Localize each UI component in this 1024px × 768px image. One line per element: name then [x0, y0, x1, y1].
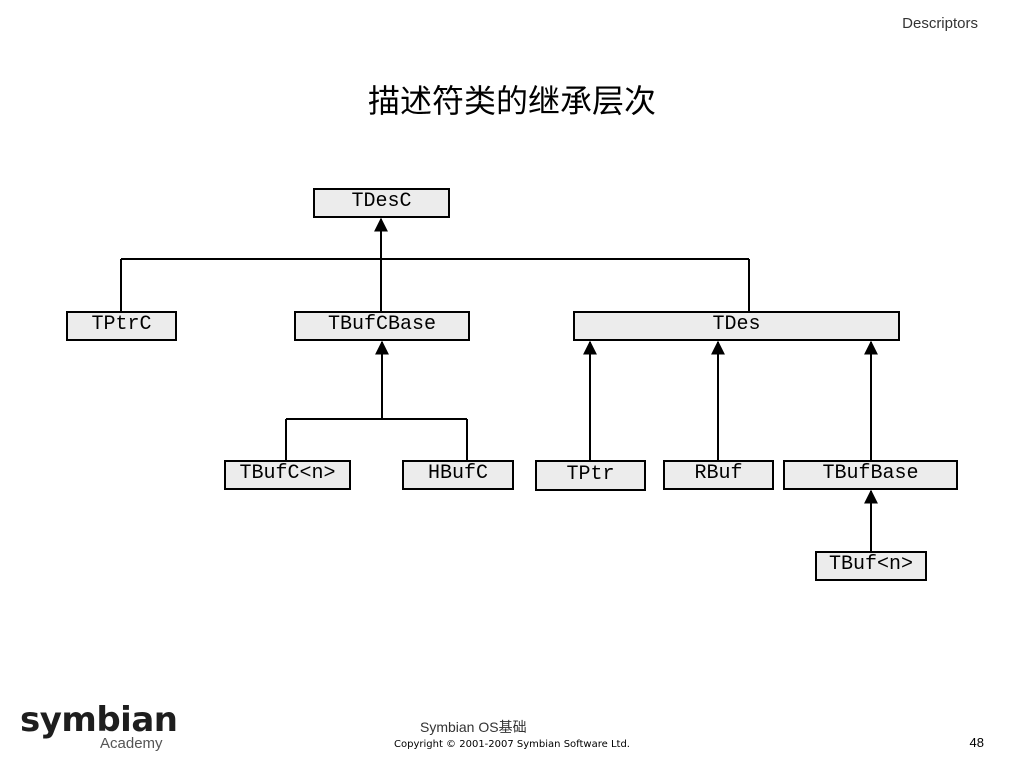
class-node-rbuf: RBuf: [663, 460, 774, 490]
logo-subtitle: Academy: [100, 735, 163, 752]
class-node-tbufcn: TBufC<n>: [224, 460, 351, 490]
footer-copyright: Copyright © 2001-2007 Symbian Software L…: [394, 739, 630, 750]
class-node-tptr: TPtr: [535, 460, 646, 491]
class-node-tdesc: TDesC: [313, 188, 450, 218]
class-node-hbufc: HBufC: [402, 460, 514, 490]
symbian-logo: symbian Academy: [20, 700, 180, 756]
class-node-tbufn: TBuf<n>: [815, 551, 927, 581]
class-node-tbufcbase: TBufCBase: [294, 311, 470, 341]
logo-wordmark: symbian: [20, 700, 178, 740]
slide-title: 描述符类的继承层次: [367, 82, 656, 120]
class-node-tdes: TDes: [573, 311, 900, 341]
class-node-tbufbase: TBufBase: [783, 460, 958, 490]
page-number: 48: [969, 735, 984, 750]
footer-course-title: Symbian OS基础: [420, 719, 527, 735]
section-label: Descriptors: [902, 15, 978, 32]
class-node-tptrc: TPtrC: [66, 311, 177, 341]
